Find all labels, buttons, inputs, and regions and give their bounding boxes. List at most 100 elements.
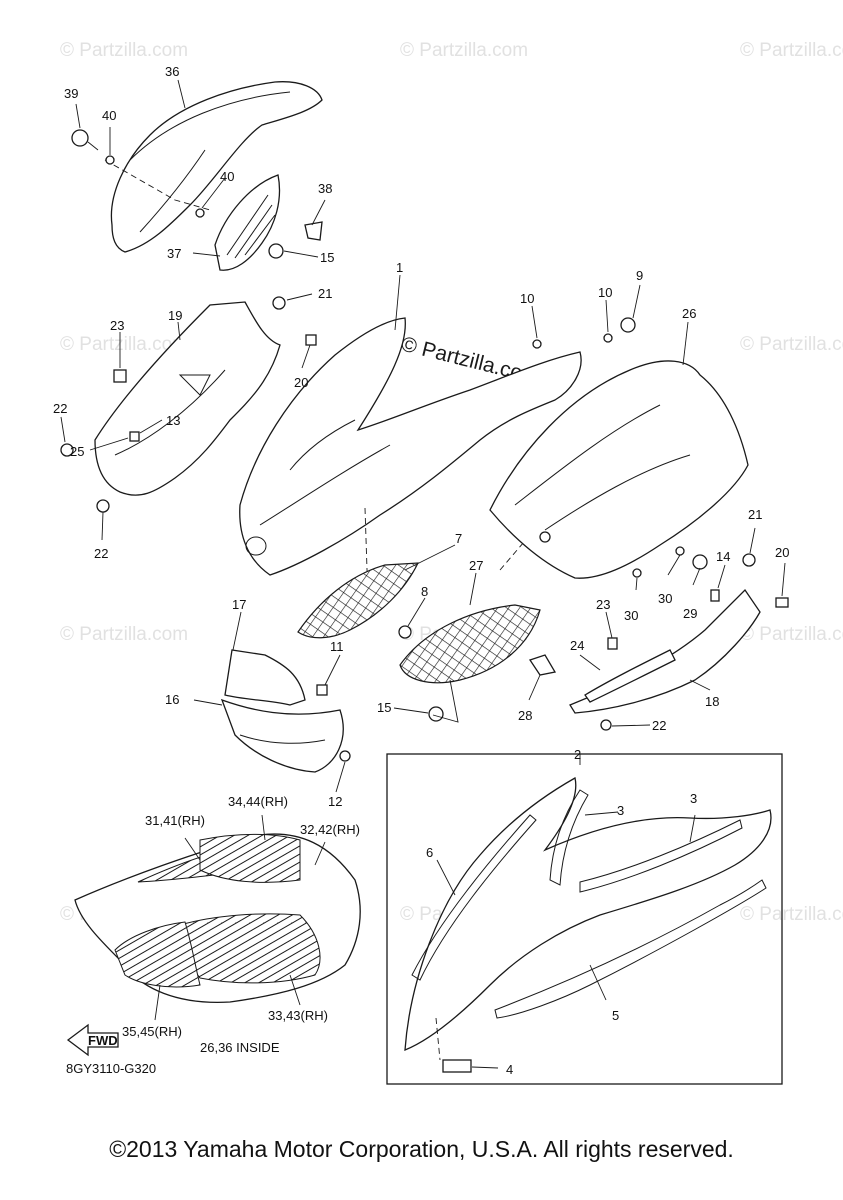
label-4: 4 <box>506 1062 513 1077</box>
label-10: 10 <box>520 291 534 306</box>
label-29: 29 <box>683 606 697 621</box>
part-5-strip <box>494 879 767 1019</box>
part-14-clip <box>710 589 720 602</box>
label-20: 20 <box>775 545 789 560</box>
decal-34 <box>199 833 301 883</box>
label-23: 23 <box>110 318 124 333</box>
part-22-screw <box>600 719 612 731</box>
label-30: 30 <box>658 591 672 606</box>
part-20-nut <box>305 334 317 346</box>
watermark-text: © Partzilla.com <box>740 334 843 355</box>
part-15-grommet <box>268 243 284 259</box>
label-2: 2 <box>574 747 581 762</box>
label-decal-35: 35,45(RH) <box>122 1024 182 1039</box>
part-8-bolt <box>398 625 412 639</box>
label-3: 3 <box>690 791 697 806</box>
label-38: 38 <box>318 181 332 196</box>
part-10-washer <box>532 339 542 349</box>
diagram-code: 8GY3110-G320 <box>66 1061 156 1076</box>
watermark-text: © Partzilla.com <box>60 334 188 355</box>
label-36: 36 <box>165 64 179 79</box>
part-24-strip <box>584 649 676 703</box>
part-30-washer <box>675 546 685 556</box>
part-17-panel <box>224 649 306 706</box>
label-21: 21 <box>748 507 762 522</box>
label-20: 20 <box>294 375 308 390</box>
label-12: 12 <box>328 794 342 809</box>
part-38-clip <box>304 221 323 241</box>
label-decal-34: 34,44(RH) <box>228 794 288 809</box>
label-37: 37 <box>167 246 181 261</box>
label-6: 6 <box>426 845 433 860</box>
part-36-front-cover <box>110 81 323 253</box>
label-8: 8 <box>421 584 428 599</box>
label-22: 22 <box>53 401 67 416</box>
label-22: 22 <box>652 718 666 733</box>
label-decal-31: 31,41(RH) <box>145 813 205 828</box>
watermark-text: © Partzilla.com <box>400 40 528 61</box>
part-39-bolt <box>71 129 89 147</box>
lower-right-group <box>569 553 789 731</box>
label-28: 28 <box>518 708 532 723</box>
label-14: 14 <box>716 549 730 564</box>
main-panel-group <box>239 317 582 601</box>
part-23-clip <box>113 369 127 383</box>
label-9: 9 <box>636 268 643 283</box>
leader-lines <box>60 79 786 1069</box>
label-15: 15 <box>320 250 334 265</box>
right-panel-group <box>489 317 749 579</box>
part-10-washer <box>603 333 613 343</box>
label-7: 7 <box>455 531 462 546</box>
part-3-strip-left <box>549 789 589 886</box>
label-15: 15 <box>377 700 391 715</box>
watermark-text: © Partzilla.com <box>60 40 188 61</box>
label-11: 11 <box>330 639 344 654</box>
label-23: 23 <box>596 597 610 612</box>
part-30-washer <box>632 568 642 578</box>
label-25: 25 <box>70 444 84 459</box>
part-3-strip-right <box>579 819 743 893</box>
label-21: 21 <box>318 286 332 301</box>
part-27-mesh <box>399 604 541 684</box>
watermark-text: © Partzilla.com <box>740 40 843 61</box>
decal-35 <box>114 921 201 988</box>
mesh-group <box>297 562 557 722</box>
part-7-mesh <box>297 562 419 639</box>
part-15-grommet <box>428 706 444 722</box>
part-22-screw <box>60 443 74 457</box>
decal-33 <box>179 913 321 984</box>
label-decal-32: 32,42(RH) <box>300 822 360 837</box>
part-20-nut <box>775 597 789 608</box>
part-37-inner-panel <box>214 174 281 271</box>
label-13: 13 <box>166 413 180 428</box>
part-40-washer <box>195 208 205 218</box>
label-26: 26 <box>682 306 696 321</box>
label-18: 18 <box>705 694 719 709</box>
part-40-washer <box>105 155 115 165</box>
label-39: 39 <box>64 86 78 101</box>
lower-front-group <box>220 649 351 773</box>
watermark-text: © Partzilla.com <box>60 624 188 645</box>
part-4-clip <box>442 1059 472 1073</box>
front-cover-group <box>71 81 323 271</box>
part-9-nut <box>620 317 636 333</box>
label-10: 10 <box>598 285 612 300</box>
part-13-nut <box>129 431 140 442</box>
label-17: 17 <box>232 597 246 612</box>
label-3: 3 <box>617 803 624 818</box>
part-6-strip <box>411 814 537 981</box>
fwd-label: FWD <box>88 1033 118 1048</box>
label-27: 27 <box>469 558 483 573</box>
part-22-screw <box>96 499 110 513</box>
part-21-bolt <box>272 296 286 310</box>
part-23-clip <box>607 637 618 650</box>
part-1-side-cover <box>239 317 582 576</box>
inside-note: 26,36 INSIDE <box>200 1040 280 1055</box>
fwd-arrow: FWD <box>66 1023 119 1057</box>
part-26-hole <box>539 531 551 543</box>
label-1: 1 <box>396 260 403 275</box>
label-16: 16 <box>165 692 179 707</box>
label-19: 19 <box>168 308 182 323</box>
label-40: 40 <box>102 108 116 123</box>
